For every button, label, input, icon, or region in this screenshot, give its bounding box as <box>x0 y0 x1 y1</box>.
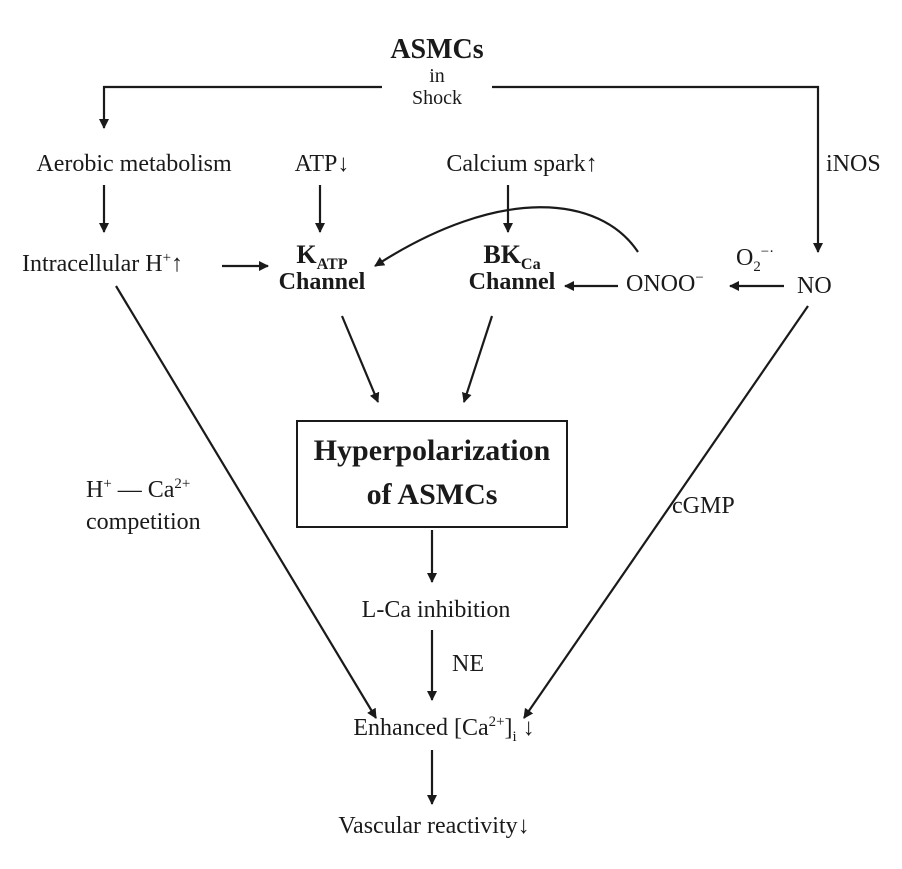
arrow-onoo-to-katp-curve <box>374 206 639 267</box>
intracellular-h-arrow: ↑ <box>170 251 183 277</box>
asmcs-in: in <box>429 65 445 87</box>
atp-node: ATP↓ <box>294 151 350 177</box>
arrow-katp-to-hyper <box>340 315 380 403</box>
onoo-node: ONOO− <box>626 270 704 297</box>
enhanced-ca-arrow: ↓ <box>516 715 535 741</box>
arrow-no-to-enhanced <box>523 305 809 719</box>
katp-channel-label: Channel <box>278 269 366 295</box>
katp-sub: ATP <box>316 256 348 274</box>
bkca-channel-node: BKCa Channel <box>468 240 556 295</box>
inos-label: iNOS <box>826 151 881 177</box>
katp-main: K <box>296 240 317 269</box>
enhanced-ca-sup: 2+ <box>488 714 505 730</box>
superoxide-sup: −· <box>760 244 775 260</box>
onoo-text: ONOO <box>626 271 696 297</box>
lca-inhibition-node: L-Ca inhibition <box>361 597 511 623</box>
hyperpolarization-node: Hyperpolarization of ASMCs <box>314 436 551 510</box>
aerobic-metabolism-node: Aerobic metabolism <box>36 151 232 177</box>
bkca-title: BKCa <box>483 240 540 273</box>
no-node: NO <box>797 273 832 299</box>
intracellular-h-node: Intracellular H+↑ <box>22 250 183 277</box>
h-ca-h-sup: + <box>103 476 112 492</box>
arrow-bkca-to-hyper <box>462 315 494 403</box>
h-ca-line2: competition <box>86 509 201 535</box>
enhanced-ca-text: Enhanced [Ca <box>353 715 489 741</box>
superoxide-sub: 2 <box>753 258 761 275</box>
arrow-asmcs-to-no <box>492 85 823 253</box>
superoxide-text: O <box>736 245 754 271</box>
intracellular-h-sup: + <box>162 250 171 266</box>
enhanced-ca-sub: i <box>512 728 517 745</box>
bkca-channel-label: Channel <box>468 269 556 295</box>
bkca-sub: Ca <box>520 256 541 274</box>
asmcs-shock-node: ASMCs in Shock <box>390 34 484 109</box>
enhanced-ca-node: Enhanced [Ca2+]i ↓ <box>353 714 535 745</box>
arrow-asmcs-to-aerobic <box>99 85 382 129</box>
superoxide-label: O2−· <box>736 244 775 275</box>
h-ca-ca: — Ca <box>111 477 175 503</box>
hyperpolarization-box <box>296 420 568 528</box>
calcium-spark-node: Calcium spark↑ <box>446 151 598 177</box>
vascular-reactivity-node: Vascular reactivity↓ <box>338 813 530 839</box>
h-ca-h: H <box>86 477 104 503</box>
ne-label: NE <box>452 651 484 677</box>
katp-title: KATP <box>296 240 347 273</box>
arrow-h-to-enhanced <box>115 285 377 719</box>
onoo-sup: − <box>695 270 704 286</box>
intracellular-h-text: Intracellular H <box>22 251 163 277</box>
cgmp-label: cGMP <box>672 493 735 519</box>
bkca-main: BK <box>483 240 521 269</box>
asmcs-title: ASMCs <box>390 34 484 65</box>
h-ca-ca-sup: 2+ <box>174 476 191 492</box>
h-ca-line1: H+ — Ca2+ <box>86 476 191 503</box>
enhanced-ca-bracket: ] <box>504 715 513 741</box>
hyperpolarization-line1: Hyperpolarization <box>313 434 551 467</box>
hyperpolarization-line2: of ASMCs <box>366 478 498 511</box>
h-ca-competition-label: H+ — Ca2+ competition <box>86 476 201 535</box>
katp-channel-node: KATP Channel <box>278 240 366 295</box>
asmcs-shock: Shock <box>412 87 462 109</box>
